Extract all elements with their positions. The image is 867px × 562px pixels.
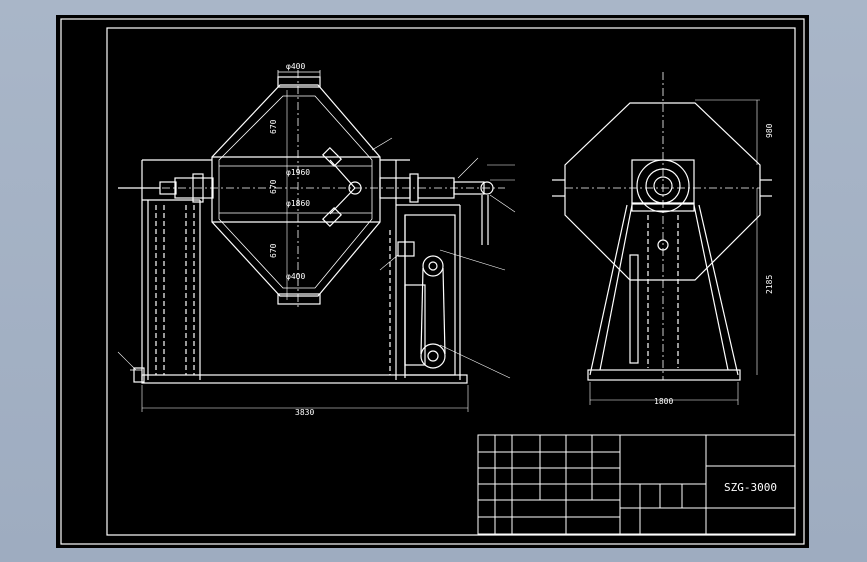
side-view bbox=[552, 72, 772, 405]
front-view bbox=[117, 70, 516, 412]
dimension-labels: φ400 670 φ1960 670 φ1860 670 φ400 3830 9… bbox=[269, 62, 774, 417]
paper-background bbox=[56, 15, 809, 548]
model-number: SZG-3000 bbox=[724, 481, 777, 494]
vessel-inner bbox=[218, 95, 373, 289]
vessel-outline bbox=[211, 84, 381, 297]
dim-upper-cone: 670 bbox=[269, 119, 278, 134]
dim-base-width: 1800 bbox=[654, 397, 673, 406]
dim-lower-cone: 670 bbox=[269, 243, 278, 258]
outer-border bbox=[60, 18, 805, 545]
title-block bbox=[477, 434, 796, 535]
dim-cylinder-dia-upper: φ1960 bbox=[286, 168, 310, 177]
dim-total-length: 3830 bbox=[295, 408, 314, 417]
dim-bottom-opening: φ400 bbox=[286, 272, 305, 281]
dim-top-opening: φ400 bbox=[286, 62, 305, 71]
title-block-text: SZG-3000 bbox=[724, 481, 777, 494]
dim-side-upper: 980 bbox=[765, 123, 774, 138]
dim-cylinder-dia-lower: φ1860 bbox=[286, 199, 310, 208]
dim-cylinder: 670 bbox=[269, 179, 278, 194]
dim-side-total: 2185 bbox=[765, 275, 774, 294]
inner-border bbox=[106, 27, 796, 536]
